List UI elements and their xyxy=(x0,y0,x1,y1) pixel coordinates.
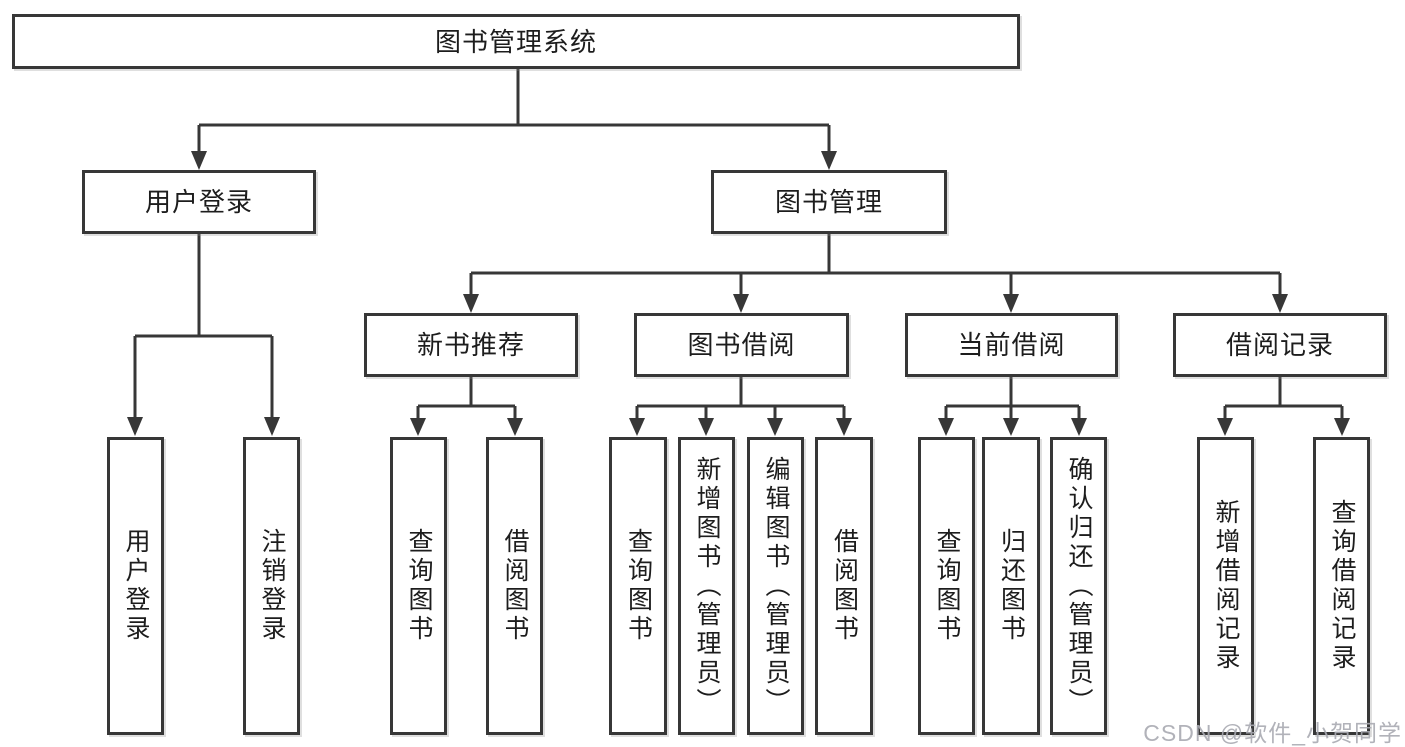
leaf-confirm-return-admin-label: 确认归还（管理员） xyxy=(1065,455,1093,717)
node-book-borrowing: 图书借阅 xyxy=(634,313,849,377)
leaf-query-borrow-record: 查询借阅记录 xyxy=(1313,437,1370,735)
leaf-user-login: 用户登录 xyxy=(107,437,164,735)
node-current-borrowing-label: 当前借阅 xyxy=(957,330,1066,360)
leaf-logout: 注销登录 xyxy=(243,437,300,735)
leaf-borrow-books-recommend-label: 借阅图书 xyxy=(501,528,529,644)
leaf-query-books-borrowing: 查询图书 xyxy=(609,437,667,735)
leaf-add-borrow-record: 新增借阅记录 xyxy=(1197,437,1254,735)
leaf-query-books-current-label: 查询图书 xyxy=(933,528,961,644)
leaf-add-books-admin-label: 新增图书（管理员） xyxy=(693,455,721,717)
leaf-return-books-label: 归还图书 xyxy=(997,528,1026,644)
leaf-confirm-return-admin: 确认归还（管理员） xyxy=(1050,437,1107,735)
node-borrowing-records: 借阅记录 xyxy=(1173,313,1387,377)
node-book-borrowing-label: 图书借阅 xyxy=(687,330,796,360)
leaf-borrow-books-borrowing-label: 借阅图书 xyxy=(830,528,859,644)
node-user-login-label: 用户登录 xyxy=(144,187,253,217)
leaf-query-books-borrowing-label: 查询图书 xyxy=(624,528,653,644)
csdn-watermark: CSDN @软件_小贺同学 xyxy=(1143,720,1402,746)
node-book-management-label: 图书管理 xyxy=(774,187,883,217)
leaf-user-login-label: 用户登录 xyxy=(122,528,150,644)
leaf-logout-label: 注销登录 xyxy=(258,528,286,644)
node-root: 图书管理系统 xyxy=(12,14,1020,69)
leaf-borrow-books-recommend: 借阅图书 xyxy=(486,437,543,735)
node-book-management: 图书管理 xyxy=(711,170,947,234)
node-new-book-recommend-label: 新书推荐 xyxy=(416,330,525,360)
leaf-query-books-recommend: 查询图书 xyxy=(390,437,447,735)
leaf-query-books-current: 查询图书 xyxy=(918,437,975,735)
leaf-add-books-admin: 新增图书（管理员） xyxy=(678,437,735,735)
node-borrowing-records-label: 借阅记录 xyxy=(1225,330,1334,360)
leaf-edit-books-admin-label: 编辑图书（管理员） xyxy=(762,455,790,717)
leaf-edit-books-admin: 编辑图书（管理员） xyxy=(747,437,804,735)
node-user-login: 用户登录 xyxy=(82,170,316,234)
node-root-label: 图书管理系统 xyxy=(434,26,597,57)
node-new-book-recommend: 新书推荐 xyxy=(364,313,578,377)
node-current-borrowing: 当前借阅 xyxy=(905,313,1118,377)
leaf-borrow-books-borrowing: 借阅图书 xyxy=(815,437,873,735)
leaf-add-borrow-record-label: 新增借阅记录 xyxy=(1212,499,1240,673)
leaf-query-borrow-record-label: 查询借阅记录 xyxy=(1328,499,1356,673)
leaf-return-books: 归还图书 xyxy=(982,437,1040,735)
leaf-query-books-recommend-label: 查询图书 xyxy=(405,528,433,644)
